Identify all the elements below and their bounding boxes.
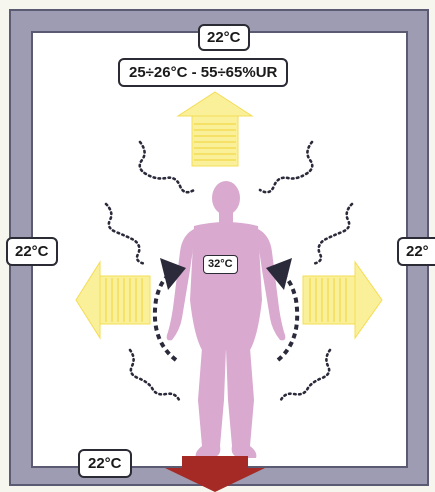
figure-head: [212, 181, 240, 215]
body-temp-label: 32°C: [203, 255, 238, 274]
figure-torso: [190, 222, 262, 350]
left-wall-temp-label: 22°C: [6, 237, 58, 266]
comfort-range-label: 25÷26°C - 55÷65%UR: [118, 58, 288, 87]
right-wall-temp-label: 22°: [397, 237, 435, 266]
floor-temp-label: 22°C: [78, 449, 132, 478]
ceiling-temp-label: 22°C: [198, 24, 250, 51]
